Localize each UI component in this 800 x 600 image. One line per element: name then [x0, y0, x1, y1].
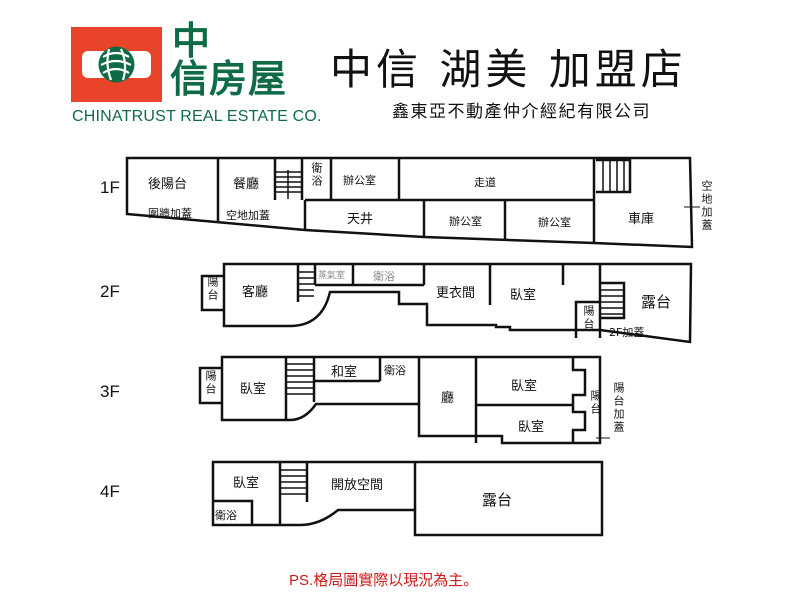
room-balcony-2f-east: 陽台 [582, 305, 595, 331]
room-wall-extension: 圍牆加蓋 [148, 207, 192, 220]
room-bedroom-3f-se: 臥室 [518, 420, 545, 435]
room-terrace-4f: 露台 [482, 491, 513, 509]
footer-note: PS.格局圖實際以現況為主。 [289, 571, 479, 589]
brand-name-en: CHINATRUST REAL ESTATE CO. [72, 108, 322, 125]
room-office-1: 辦公室 [343, 174, 376, 187]
room-bathroom-2f: 衛浴 [373, 270, 395, 283]
room-bedroom-4f: 臥室 [233, 476, 260, 491]
room-corridor: 走道 [474, 176, 496, 189]
room-garage: 車庫 [628, 212, 655, 227]
room-bathroom-1f: 衛浴 [310, 162, 323, 188]
floor-label-3f: 3F [100, 382, 120, 401]
annotation-yard-extension: 空地加蓋 [700, 180, 713, 232]
floor-label-4f: 4F [100, 482, 120, 501]
room-tatami: 和室 [331, 365, 358, 380]
room-hall: 廳 [441, 391, 455, 406]
room-bedroom-3f-west: 臥室 [240, 382, 267, 397]
brand-name-cn: 中 信房屋 [170, 19, 288, 101]
room-balcony-2f-west: 陽台 [206, 276, 219, 302]
room-yard-extension: 空地加蓋 [226, 209, 270, 222]
room-bathroom-3f: 衛浴 [384, 364, 406, 377]
room-rear-balcony: 後陽台 [148, 177, 188, 192]
annotation-balcony-extension: 陽台加蓋 [612, 382, 625, 434]
room-open-space: 開放空間 [331, 478, 384, 493]
company-name: 鑫東亞不動產仲介經紀有限公司 [392, 102, 651, 122]
annotation-2f-extension: 2F加蓋 [609, 326, 645, 339]
room-bedroom-2f: 臥室 [510, 288, 537, 303]
chinatrust-logo-icon [71, 27, 162, 102]
room-balcony-3f-east: 陽台 [589, 390, 602, 416]
room-balcony-3f-west: 陽台 [204, 370, 217, 396]
floor-label-1f: 1F [100, 178, 120, 197]
room-steam: 蒸氣室 [318, 271, 346, 281]
page-title: 中信 湖美 加盟店 [330, 45, 687, 94]
room-bathroom-4f: 衛浴 [215, 509, 237, 522]
room-living: 客廳 [242, 285, 269, 300]
room-office-3: 辦公室 [538, 216, 571, 229]
room-bedroom-3f-ne: 臥室 [511, 379, 538, 394]
room-dining: 餐廳 [233, 177, 260, 192]
room-atrium: 天井 [347, 212, 374, 227]
floor-label-2f: 2F [100, 282, 120, 301]
room-dressing: 更衣間 [436, 286, 476, 301]
room-office-2: 辦公室 [449, 215, 482, 228]
room-terrace-2f: 露台 [641, 293, 672, 311]
